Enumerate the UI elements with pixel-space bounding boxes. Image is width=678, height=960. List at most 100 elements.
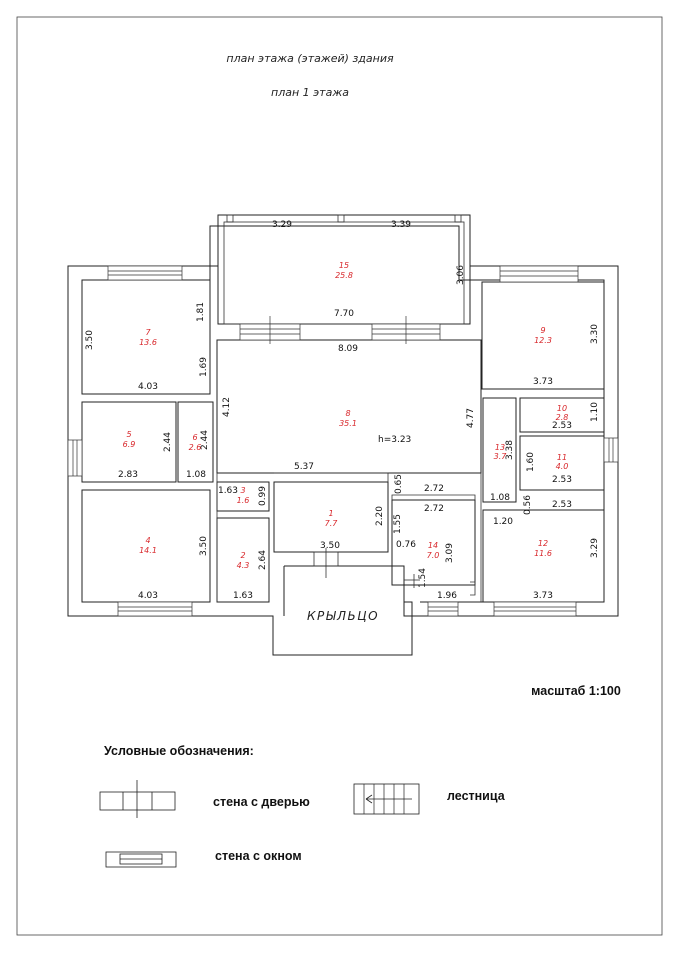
dimension-label: 1.69	[199, 357, 209, 377]
dimension-label: 3.29	[590, 538, 600, 558]
dimension-label: 1.20	[493, 517, 513, 527]
room-14-number: 14	[428, 541, 438, 550]
room-2-number: 2	[240, 551, 245, 560]
room-8-outline	[216, 339, 482, 474]
dimension-label: 1.63	[218, 486, 238, 496]
room-2-area: 4.3	[237, 561, 250, 570]
room-13-area: 3.7	[494, 452, 508, 461]
room-8-number: 8	[345, 409, 350, 418]
dimension-label: 3.50	[320, 541, 340, 551]
dimension-label: 1.54	[418, 568, 428, 588]
plan-title: план этажа (этажей) здания	[226, 52, 394, 65]
room-13-outline	[482, 397, 517, 503]
room-10-number: 10	[557, 404, 567, 413]
room-3-area: 1.6	[237, 496, 250, 505]
room-4-area: 14.1	[139, 546, 157, 555]
porch	[283, 548, 420, 616]
dimension-label: 0.76	[396, 540, 416, 550]
dimension-label: 3.09	[445, 543, 455, 563]
room-15-number: 15	[339, 261, 349, 270]
stairs-symbol-icon	[353, 783, 420, 815]
dimension-label: 4.77	[466, 408, 476, 428]
dimension-label: 3.73	[533, 377, 553, 387]
room-6-area: 2.6	[189, 443, 202, 452]
room-11-area: 4.0	[556, 462, 569, 471]
dimension-label: 2.53	[552, 475, 572, 485]
dimension-label: 4.03	[138, 382, 158, 392]
dimension-labels: 3.29 3.39 3.06 7.70 8.09 3.50 1.81 4.03 …	[85, 220, 600, 601]
room-5-number: 5	[126, 430, 131, 439]
legend: Условные обозначения: стена с дверью сте…	[99, 744, 506, 868]
dimension-label: 0.56	[523, 495, 533, 515]
room-7-outline	[81, 279, 211, 395]
room-12-area: 11.6	[534, 549, 552, 558]
room-4-number: 4	[145, 536, 150, 545]
dimension-label: 2.44	[200, 430, 210, 450]
dimension-label: 1.08	[490, 493, 510, 503]
legend-stairs-label: лестница	[447, 789, 506, 803]
room-labels: 15 25.8 7 13.6 8 35.1 9 12.3 10 2.8 11 4…	[123, 261, 569, 570]
room-15-area: 25.8	[335, 271, 353, 280]
room-10-area: 2.8	[556, 413, 569, 422]
dimension-label: 2.53	[552, 421, 572, 431]
legend-title: Условные обозначения:	[104, 744, 254, 758]
dimension-label: 8.09	[338, 344, 358, 354]
room-13-number: 13	[495, 443, 505, 452]
corridor-partition	[470, 581, 476, 596]
dimension-label: 3.73	[533, 591, 553, 601]
room-8-area: 35.1	[339, 419, 357, 428]
dimension-label: 3.30	[590, 324, 600, 344]
room-14-outline	[391, 499, 476, 586]
room-3-number: 3	[240, 486, 245, 495]
dimension-label: 3.38	[505, 440, 515, 460]
room-6-outline	[177, 401, 214, 483]
floor-plan: КРЫЛЬЦО 15 25.8 7 13.6 8 35.1 9 12.3 10 …	[67, 214, 619, 656]
room-7-area: 13.6	[139, 338, 157, 347]
dimension-label: 1.10	[590, 402, 600, 422]
dimension-label: 0.65	[394, 474, 404, 494]
room-11-number: 11	[557, 453, 567, 462]
plan-subtitle: план 1 этажа	[271, 86, 349, 99]
door-symbol-icon	[99, 780, 176, 818]
terrace-post	[226, 214, 234, 223]
dimension-label: 1.63	[233, 591, 253, 601]
room-11-outline	[519, 435, 605, 491]
room-6-number: 6	[192, 433, 197, 442]
dimension-label: 2.83	[118, 470, 138, 480]
room-9-number: 9	[540, 326, 545, 335]
window-symbol-icon	[105, 851, 177, 868]
dimension-label: 0.99	[258, 486, 268, 506]
dimension-label: 2.53	[552, 500, 572, 510]
dimension-label: 3.39	[391, 220, 411, 230]
dimension-label: 4.03	[138, 591, 158, 601]
terrace-post	[337, 214, 345, 223]
dimension-label: 2.72	[424, 504, 444, 514]
room-7-number: 7	[145, 328, 151, 337]
legend-door-label: стена с дверью	[213, 795, 310, 809]
room-12-number: 12	[538, 539, 548, 548]
window-marks	[67, 265, 619, 617]
legend-window-label: стена с окном	[215, 849, 302, 863]
dimension-label: 2.20	[375, 506, 385, 526]
room-14-area: 7.0	[427, 551, 440, 560]
terrace-post	[454, 214, 462, 223]
dimension-label: 7.70	[334, 309, 354, 319]
dimension-label: 1.08	[186, 470, 206, 480]
dimension-label: 2.64	[258, 550, 268, 570]
room-10-outline	[519, 397, 605, 433]
dimension-label: 5.37	[294, 462, 314, 472]
sheet-border	[16, 16, 663, 936]
dimension-label: 1.55	[393, 514, 403, 534]
ceiling-height-label: h=3.23	[378, 435, 411, 445]
dimension-label: 2.72	[424, 484, 444, 494]
dimension-label: 2.44	[163, 432, 173, 452]
room-9-area: 12.3	[534, 336, 552, 345]
dimension-label: 3.06	[456, 265, 466, 285]
dimension-label: 1.60	[526, 452, 536, 472]
room-1-number: 1	[328, 509, 333, 518]
porch-label: КРЫЛЬЦО	[307, 609, 379, 623]
dimension-label: 3.50	[85, 330, 95, 350]
dimension-label: 1.96	[437, 591, 457, 601]
dimension-label: 1.81	[196, 302, 206, 322]
